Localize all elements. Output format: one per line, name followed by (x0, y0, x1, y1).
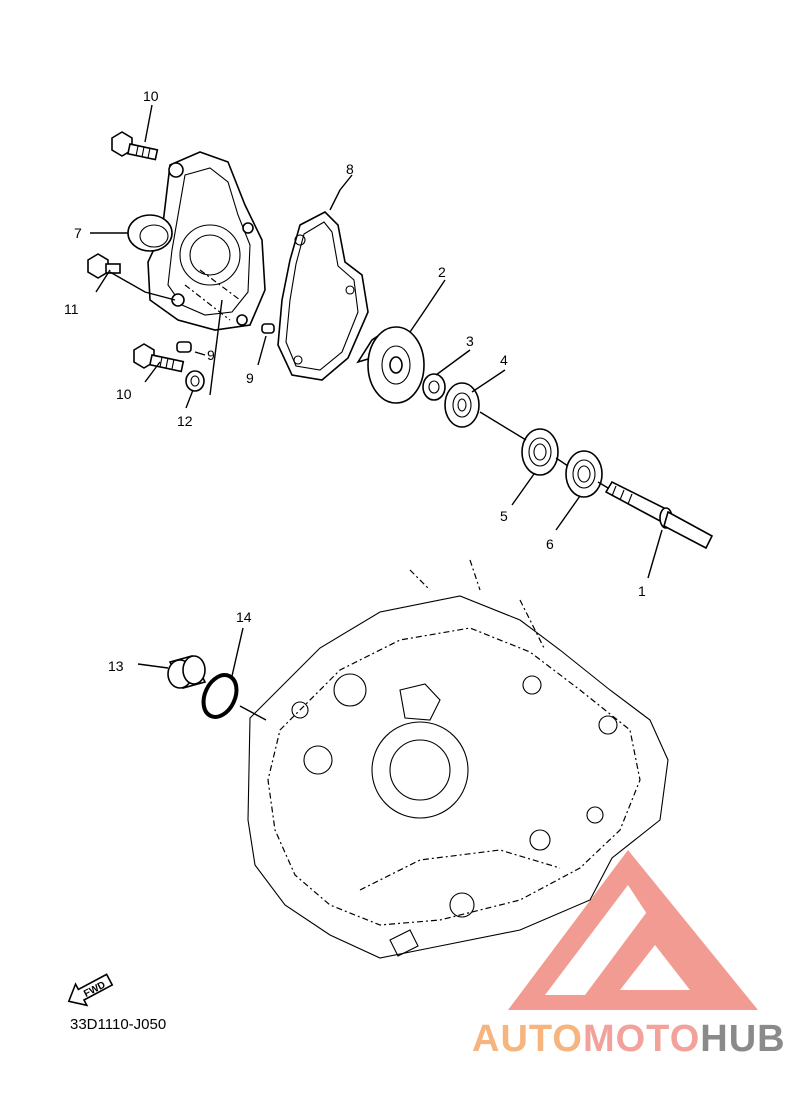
impeller-2 (356, 326, 425, 404)
bearing-5 (521, 428, 559, 476)
label-4: 4 (500, 352, 508, 368)
watermark-brand: AUTOMOTOHUB (472, 1018, 786, 1061)
label-9-right: 9 (246, 370, 254, 386)
label-5: 5 (500, 508, 508, 524)
water-pump-cover (127, 151, 266, 331)
label-2: 2 (438, 264, 446, 280)
crankcase-outline (247, 559, 669, 959)
bearing-6 (565, 450, 603, 498)
o-ring-14 (201, 673, 239, 719)
bolt-10-bottom (133, 343, 185, 373)
label-6: 6 (546, 536, 554, 552)
label-10-top: 10 (143, 88, 159, 104)
dowel-pin-9-left (176, 341, 192, 353)
label-13: 13 (108, 658, 124, 674)
label-11: 11 (64, 301, 79, 317)
label-8: 8 (346, 161, 354, 177)
brand-part-moto: MOTO (582, 1018, 701, 1060)
diagram-code: 33D1110-J050 (70, 1016, 167, 1033)
leader-lines (90, 104, 663, 721)
brand-part-auto: AUTO (472, 1018, 583, 1060)
brand-part-hub: HUB (700, 1018, 786, 1060)
label-1: 1 (638, 583, 646, 599)
watermark-logo (508, 850, 758, 1010)
gasket-8 (277, 211, 369, 381)
label-9-left: 9 (207, 347, 215, 363)
label-14: 14 (236, 609, 252, 625)
label-10-bottom: 10 (116, 386, 132, 402)
dowel-pin-9-right (261, 323, 275, 334)
fwd-arrow-icon: FWD (67, 973, 114, 1007)
seal-3 (422, 373, 446, 401)
collar-13 (167, 655, 207, 689)
label-7: 7 (74, 225, 82, 241)
bolt-10-top (111, 131, 159, 161)
oil-seal-4 (444, 382, 480, 428)
impeller-shaft-1 (604, 480, 714, 550)
label-12: 12 (177, 413, 193, 429)
washer-12 (185, 370, 205, 392)
fwd-label: FWD (82, 980, 107, 1000)
label-3: 3 (466, 333, 474, 349)
